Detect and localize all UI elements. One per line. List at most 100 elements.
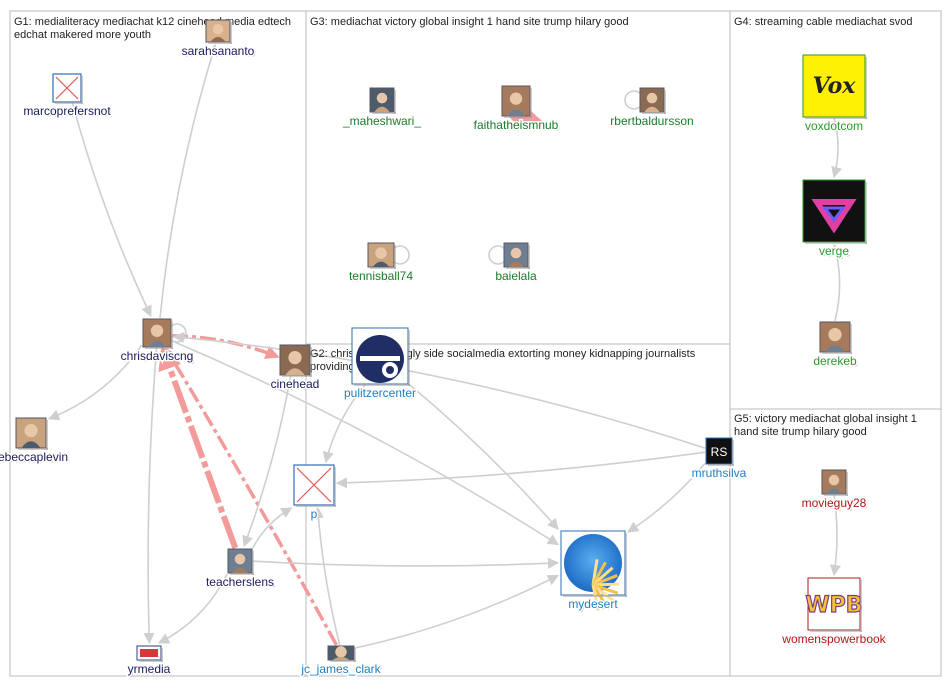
edge-chrisdaviscng-to-mydesert (171, 340, 559, 546)
node-label-verge[interactable]: verge (817, 243, 850, 260)
node-label-rbertbaldursson[interactable]: rbertbaldursson (609, 113, 695, 130)
node-label-marcoprefersnot[interactable]: marcoprefersnot (22, 103, 113, 120)
node-label-p[interactable]: p (309, 506, 319, 523)
vox-logo-icon[interactable]: Vox (802, 54, 866, 118)
node-maheshwari[interactable]: _maheshwari__maheshwari_ (340, 87, 423, 130)
panel-title-g5-line2: hand site trump hilary good (734, 426, 867, 438)
wpb-logo-text: WPB (805, 593, 862, 618)
sunburst-logo-icon[interactable] (560, 530, 626, 611)
edge-pulitzercenter-to-mydesert (408, 383, 559, 530)
panel-title-g1-line2: edchat makered more youth (14, 29, 151, 41)
edge-chrisdaviscng-to-yrmedia (143, 347, 158, 645)
node-label-sarahsananto[interactable]: sarahsananto (180, 43, 256, 60)
edge-jc-james-clark-to-mydesert (354, 574, 559, 649)
node-label-shadow: jc_james_clark (302, 664, 383, 678)
rs-logo-icon[interactable]: RS (705, 437, 733, 465)
profile-photo-icon[interactable] (15, 417, 47, 449)
edge-marcoprefersnot-to-chrisdaviscng (71, 102, 152, 318)
profile-photo-icon[interactable] (367, 242, 395, 268)
verge-logo-icon[interactable] (802, 179, 866, 243)
profile-photo-icon[interactable] (501, 85, 531, 117)
panel-g3 (305, 10, 731, 345)
node-label-shadow: cinehead (272, 379, 321, 393)
node-label-mruthsilva[interactable]: mruthsilva (690, 465, 748, 482)
profile-photo-icon[interactable] (279, 344, 311, 376)
node-label-mydesert[interactable]: mydesert (567, 596, 620, 613)
edge-chrisdaviscng-to-sarahsananto (159, 43, 218, 319)
node-label-tennisball74[interactable]: tennisball74 (347, 268, 414, 285)
node-label-yrmedia[interactable]: yrmedia (126, 661, 172, 678)
pulitzer-logo-icon[interactable] (351, 327, 409, 385)
panel-titles: G1: medialiteracy mediachat k12 cinehead… (14, 16, 917, 438)
wpb-logo-icon[interactable]: WPB (805, 577, 863, 631)
node-label-jc-james-clark[interactable]: jc_james_clark (299, 661, 383, 678)
node-label-shadow: marcoprefersnot (25, 106, 113, 120)
node-label-womenspowerbook[interactable]: womenspowerbook (780, 631, 888, 648)
nodes-layer: sarahsanantosarahsanantomarcoprefersnotm… (0, 19, 888, 678)
edge-mruthsilva-to-p (335, 451, 706, 489)
profile-photo-icon[interactable] (227, 548, 253, 574)
profile-photo-icon[interactable] (369, 87, 395, 113)
edge-movieguy28-to-womenspowerbook (829, 494, 842, 577)
rs-logo-text: RS (711, 445, 728, 459)
node-label-pulitzercenter[interactable]: pulitzercenter (342, 385, 417, 402)
profile-photo-icon[interactable] (205, 19, 231, 43)
node-label-maheshwari[interactable]: _maheshwari_ (340, 113, 422, 130)
panel-g5 (729, 408, 942, 677)
group-panels (9, 10, 942, 677)
profile-photo-icon[interactable] (639, 87, 665, 113)
node-label-voxdotcom[interactable]: voxdotcom (803, 118, 864, 135)
profile-photo-icon[interactable] (327, 645, 355, 661)
edge-voxdotcom-to-verge (831, 117, 843, 179)
profile-photo-icon[interactable] (821, 469, 847, 495)
edge-mruthsilva-to-mydesert (627, 462, 706, 533)
edge-teacherslens-to-mydesert (252, 557, 560, 569)
panel-title-g3-line1: G3: mediachat victory global insight 1 h… (310, 16, 629, 28)
broken-image-icon[interactable] (52, 73, 82, 103)
node-label-cinehead[interactable]: cinehead (269, 376, 321, 393)
broken-image-icon[interactable] (293, 464, 335, 506)
node-label-shadow: pulitzercenter (345, 388, 417, 402)
node-label-chrisdaviscng[interactable]: chrisdaviscng (119, 348, 195, 365)
node-label-teacherslens[interactable]: teacherslens (204, 574, 275, 591)
node-label-movieguy28[interactable]: movieguy28 (800, 495, 868, 512)
node-label-derekeb[interactable]: derekeb (812, 353, 859, 370)
profile-photo-icon[interactable] (503, 242, 529, 268)
node-label-shadow: verge (820, 246, 850, 260)
node-label-faithatheismnub[interactable]: faithatheismnub (472, 117, 560, 134)
logo-icon[interactable] (136, 645, 162, 661)
edge-jc-james-clark-to-chrisdaviscng (165, 347, 338, 646)
panel-title-g5-line1: G5: victory mediachat global insight 1 (734, 413, 917, 425)
edge-teacherslens-to-yrmedia (157, 573, 228, 644)
profile-photo-icon[interactable] (819, 321, 851, 353)
node-label-rebeccaplevin[interactable]: rebeccaplevin (0, 449, 70, 466)
node-label-shadow: mruthsilva (693, 468, 748, 482)
profile-photo-icon[interactable] (142, 318, 172, 348)
panel-title-g1-line1: G1: medialiteracy mediachat k12 cinehead… (14, 16, 291, 28)
node-label-shadow: p (312, 509, 319, 523)
node-label-shadow: chrisdaviscng (122, 351, 195, 365)
node-label-baielala[interactable]: baielala (494, 268, 539, 285)
node-p[interactable]: pp (293, 464, 336, 523)
